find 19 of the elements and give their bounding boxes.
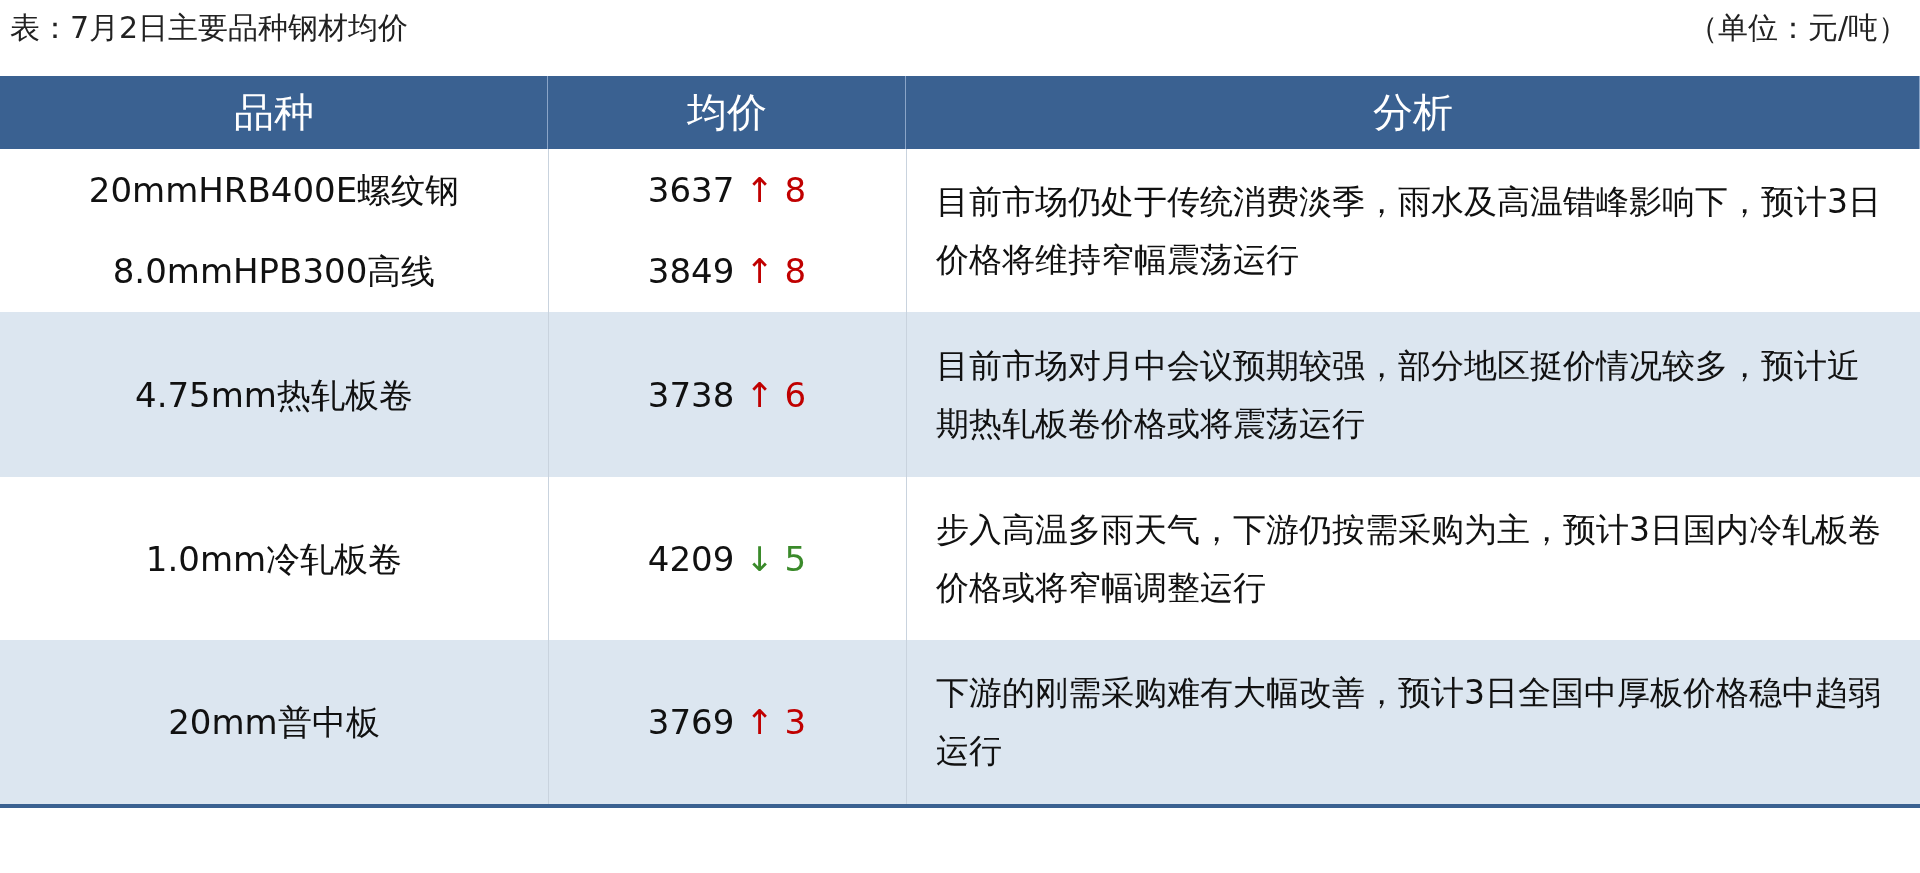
product-name: 8.0mmHPB300高线 [112,250,436,293]
price-change: 3849 ↑ 8 [647,250,807,293]
price-change: 3769 ↑ 3 [647,701,807,744]
product-name: 20mm普中板 [168,701,380,744]
column-header: 分析 [906,76,1920,149]
analysis-text: 目前市场仍处于传统消费淡季，雨水及高温错峰影响下，预计3日价格将维持窄幅震荡运行 [935,180,1882,281]
column-header: 均价 [548,76,906,149]
price-change: 3738 ↑ 6 [647,373,807,417]
unit-note: （单位：元/吨） [1687,9,1908,47]
table-title: 表：7月2日主要品种钢材均价 [10,9,409,47]
analysis-text: 下游的刚需采购难有大幅改善，预计3日全国中厚板价格稳中趋弱运行 [935,672,1882,772]
column-header: 品种 [0,76,548,149]
price-change: 3637 ↑ 8 [647,168,807,212]
price-change: 4209 ↓ 5 [647,537,807,581]
product-name: 1.0mm冷轧板卷 [145,537,403,581]
analysis-text: 目前市场对月中会议预期较强，部分地区挺价情况较多，预计近期热轧板卷价格或将震荡运行 [935,344,1861,445]
product-name: 4.75mm热轧板卷 [135,373,413,417]
analysis-text: 步入高温多雨天气，下游仍按需采购为主，预计3日国内冷轧板卷价格或将窄幅调整运行 [935,508,1882,609]
product-name: 20mmHRB400E螺纹钢 [88,168,460,212]
